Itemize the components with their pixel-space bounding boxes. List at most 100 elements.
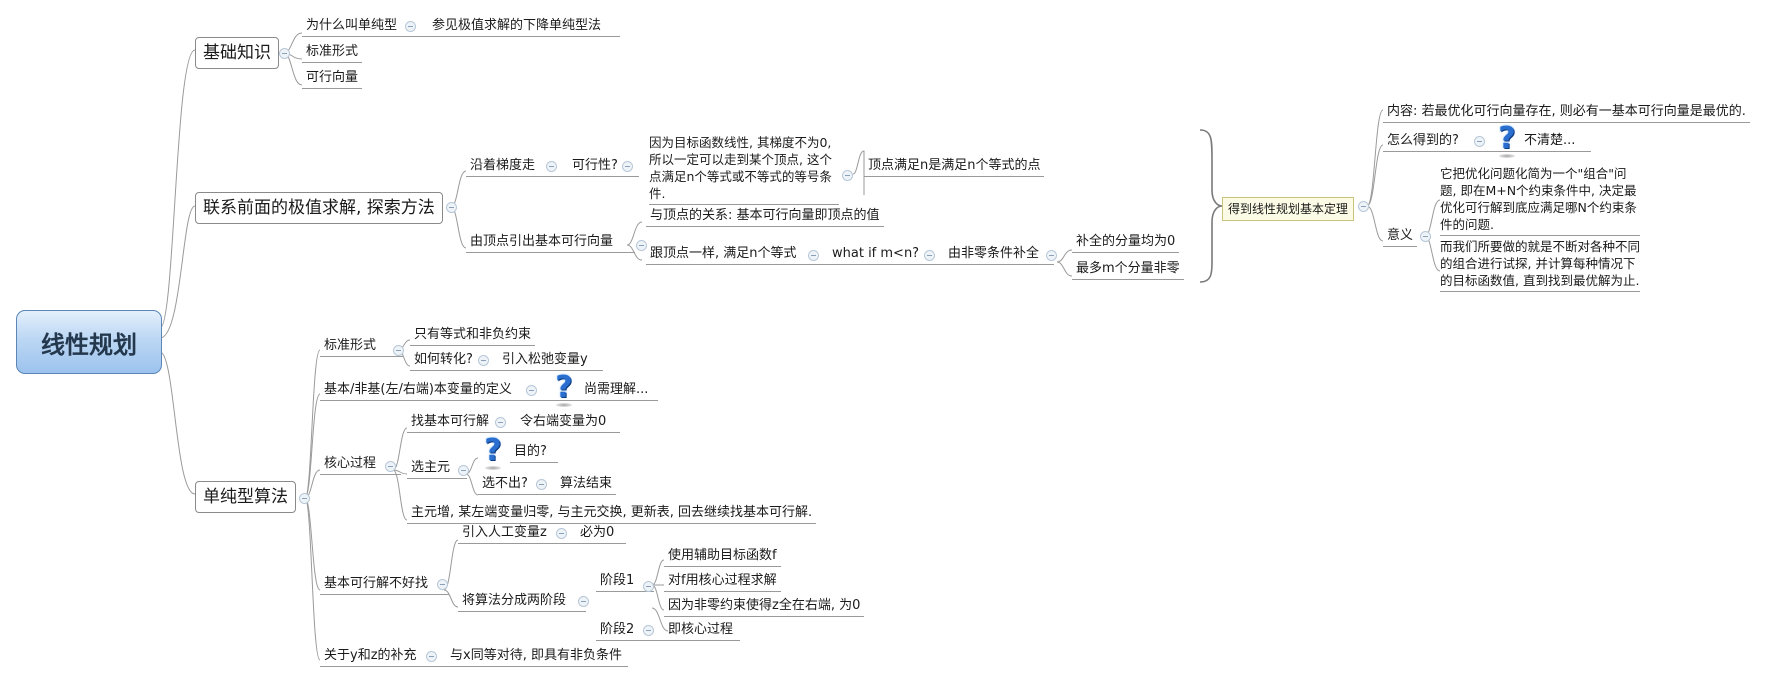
node-slack-variable[interactable]: 引入松弛变量y <box>502 352 588 367</box>
node-artificial-var[interactable]: 引入人工变量z <box>458 525 626 544</box>
node-algorithm-end[interactable]: 算法结束 <box>560 476 613 491</box>
collapse-icon[interactable] <box>299 493 310 504</box>
collapse-icon[interactable] <box>1474 136 1485 147</box>
node-follow-gradient[interactable]: 沿着梯度走 <box>466 158 639 177</box>
node-rhs-zero[interactable]: 令右端变量为0 <box>520 414 607 429</box>
theorem-brace <box>1199 129 1223 283</box>
node-vertex-relation[interactable]: 与顶点的关系: 基本可行向量即顶点的值 <box>646 208 884 227</box>
root-topic[interactable]: 线性规划 <box>16 310 162 374</box>
collapse-icon[interactable] <box>808 250 819 261</box>
node-purpose[interactable]: 目的? <box>510 444 558 463</box>
node-must-zero[interactable]: 必为0 <box>580 525 615 540</box>
root-label: 线性规划 <box>41 330 137 359</box>
collapse-icon[interactable] <box>393 345 404 356</box>
collapse-icon[interactable] <box>643 625 654 636</box>
question-icon: ? <box>1495 124 1519 158</box>
node-at-most-m[interactable]: 最多m个分量非零 <box>1072 261 1184 280</box>
node-cannot-choose[interactable]: 选不出? <box>478 476 616 495</box>
node-core-proc[interactable]: 即核心过程 <box>668 622 734 637</box>
node-core-process-label: 核心过程 <box>324 456 377 471</box>
collapse-icon[interactable] <box>458 465 469 476</box>
collapse-icon[interactable] <box>546 161 557 172</box>
node-complement[interactable]: 由非零条件补全 <box>948 246 1040 261</box>
node-choose-pivot-label: 选主元 <box>411 460 451 475</box>
node-what-if[interactable]: what if m<n? <box>832 246 920 261</box>
node-follow-gradient-label: 沿着梯度走 <box>470 158 536 173</box>
node-phase1[interactable]: 阶段1 <box>596 573 654 592</box>
node-theorem-content[interactable]: 内容: 若最优化可行向量存在, 则必有一基本可行向量是最优的. <box>1383 104 1750 123</box>
collapse-icon[interactable] <box>643 581 654 592</box>
node-meaning-search[interactable]: 而我们所要做的就是不断对各种不同的组合进行试探, 并计算每种情况下的目标函数值,… <box>1440 238 1640 292</box>
topic-basics[interactable]: 基础知识 <box>195 37 279 69</box>
node-two-phase[interactable]: 将算法分成两阶段 <box>458 593 586 612</box>
node-aux-objective[interactable]: 使用辅助目标函数f <box>664 548 781 567</box>
collapse-icon[interactable] <box>495 417 506 428</box>
node-nonzero-constraint[interactable]: 因为非零约束使得z全在右端, 为0 <box>664 598 865 617</box>
collapse-icon[interactable] <box>578 596 589 607</box>
collapse-icon[interactable] <box>385 461 396 472</box>
node-gradient-reason[interactable]: 因为目标函数线性, 其梯度不为0, 所以一定可以走到某个顶点, 这个点满足n个等… <box>649 134 839 205</box>
collapse-icon[interactable] <box>446 202 457 213</box>
node-choose-pivot[interactable]: 选主元 <box>407 460 467 479</box>
node-why-simplex[interactable]: 为什么叫单纯型 <box>302 18 620 37</box>
node-hard-bfs-label: 基本可行解不好找 <box>324 576 429 591</box>
node-why-simplex-label: 为什么叫单纯型 <box>306 18 398 33</box>
node-feasible-vector[interactable]: 可行向量 <box>302 70 363 89</box>
link-root-explore <box>159 205 196 339</box>
question-icon: ? <box>481 436 505 470</box>
node-from-vertex[interactable]: 由顶点引出基本可行向量 <box>466 234 635 253</box>
node-pivot-step[interactable]: 主元增, 某左端变量归零, 与主元交换, 更新表, 回去继续找基本可行解. <box>407 505 817 524</box>
node-like-vertex[interactable]: 跟顶点一样, 满足n个等式 <box>646 246 1054 265</box>
node-how-convert[interactable]: 如何转化? <box>410 352 603 371</box>
node-basis-definition-label: 基本/非基(左/右端)本变量的定义 <box>324 382 512 397</box>
node-simplex-std-form[interactable]: 标准形式 <box>320 338 403 357</box>
collapse-icon[interactable] <box>924 250 935 261</box>
node-find-bfs[interactable]: 找基本可行解 <box>407 414 620 433</box>
node-why-ref[interactable]: 参见极值求解的下降单纯型法 <box>432 18 602 33</box>
collapse-icon[interactable] <box>1420 231 1431 242</box>
node-basis-definition[interactable]: 基本/非基(左/右端)本变量的定义 <box>320 382 658 401</box>
topic-explore-label: 联系前面的极值求解, 探索方法 <box>203 198 435 218</box>
node-feasibility[interactable]: 可行性? <box>572 158 618 173</box>
topic-simplex[interactable]: 单纯型算法 <box>195 481 296 513</box>
collapse-icon[interactable] <box>437 579 448 590</box>
collapse-icon[interactable] <box>1046 250 1057 261</box>
node-core-process[interactable]: 核心过程 <box>320 456 401 475</box>
collapse-icon[interactable] <box>556 528 567 539</box>
collapse-icon[interactable] <box>1358 201 1369 212</box>
node-phase2[interactable]: 阶段2 <box>596 622 740 641</box>
node-core-on-f[interactable]: 对f用核心过程求解 <box>664 573 781 592</box>
node-same-as-x[interactable]: 与x同等对待, 即具有非负条件 <box>450 648 622 663</box>
collapse-icon[interactable] <box>842 170 853 181</box>
node-how-convert-label: 如何转化? <box>414 352 473 367</box>
node-yz-note-label: 关于y和z的补充 <box>324 648 417 663</box>
node-simplex-std-form-label: 标准形式 <box>324 338 377 353</box>
collapse-icon[interactable] <box>478 355 489 366</box>
node-how-derived[interactable]: 怎么得到的? <box>1383 133 1591 152</box>
node-meaning-combination[interactable]: 它把优化问题化简为一个"组合"问题, 即在M+N个约束条件中, 决定最优化可行解… <box>1440 165 1640 236</box>
node-two-phase-label: 将算法分成两阶段 <box>462 593 567 608</box>
node-hard-bfs[interactable]: 基本可行解不好找 <box>320 576 449 595</box>
topic-explore[interactable]: 联系前面的极值求解, 探索方法 <box>195 192 443 224</box>
node-need-understand[interactable]: 尚需理解... <box>584 382 649 397</box>
collapse-icon[interactable] <box>279 48 290 59</box>
link-root-simplex <box>159 351 196 495</box>
collapse-icon[interactable] <box>636 240 647 251</box>
collapse-icon[interactable] <box>426 651 437 662</box>
node-phase2-label: 阶段2 <box>600 622 635 637</box>
node-fundamental-theorem[interactable]: 得到线性规划基本定理 <box>1222 197 1355 221</box>
node-unclear[interactable]: 不清楚... <box>1524 133 1576 148</box>
node-yz-note[interactable]: 关于y和z的补充 <box>320 648 628 667</box>
node-meaning[interactable]: 意义 <box>1383 228 1418 247</box>
collapse-icon[interactable] <box>405 21 416 32</box>
node-complement-zero[interactable]: 补全的分量均为0 <box>1072 234 1180 253</box>
node-std-form[interactable]: 标准形式 <box>302 44 363 63</box>
node-only-equalities[interactable]: 只有等式和非负约束 <box>410 327 536 346</box>
collapse-icon[interactable] <box>622 161 633 172</box>
topic-basics-label: 基础知识 <box>203 43 271 63</box>
node-vertex-definition[interactable]: 顶点满足n是满足n个等式的点 <box>864 158 1045 177</box>
collapse-icon[interactable] <box>526 385 537 396</box>
collapse-icon[interactable] <box>536 479 547 490</box>
node-find-bfs-label: 找基本可行解 <box>411 414 490 429</box>
